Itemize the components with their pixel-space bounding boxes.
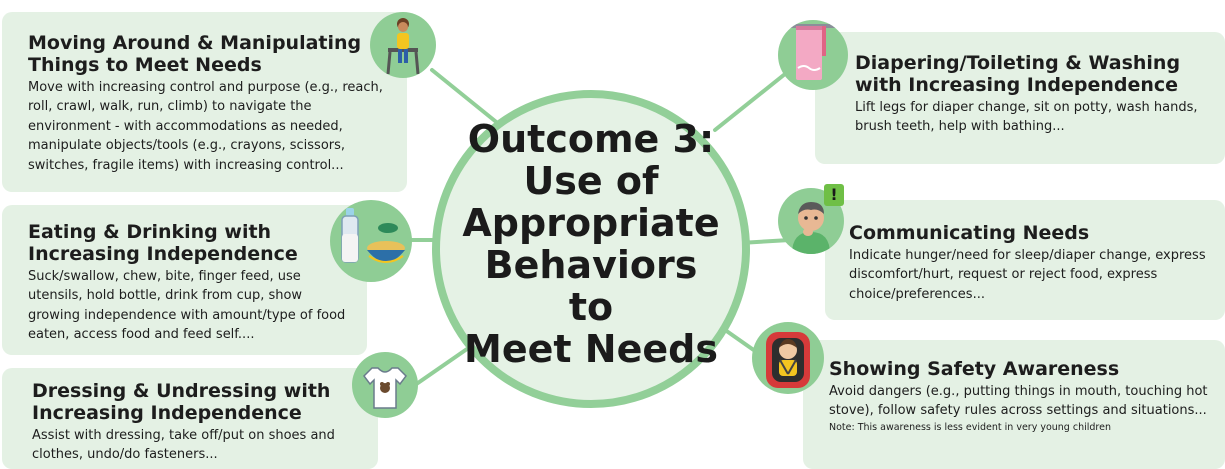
exclamation-badge: !: [824, 184, 844, 206]
outcome-title-line: Meet Needs: [464, 327, 718, 371]
towel-icon: [778, 20, 848, 90]
outcome-title-line: Outcome 3:: [467, 117, 715, 161]
card-dressing: Dressing & Undressing with Increasing In…: [2, 368, 378, 469]
card-title-line: Communicating Needs: [849, 222, 1090, 244]
bottle-bowl-icon: [330, 200, 412, 282]
card-title: Moving Around & Manipulating Things to M…: [28, 32, 395, 76]
card-communicating-needs: Communicating Needs Indicate hunger/need…: [825, 200, 1225, 320]
card-eating-drinking: Eating & Drinking with Increasing Indepe…: [2, 205, 367, 355]
card-title-line: Diapering/Toileting & Washing: [855, 52, 1181, 74]
card-description: Avoid dangers (e.g., putting things in m…: [829, 382, 1215, 435]
card-description: Indicate hunger/need for sleep/diaper ch…: [849, 248, 1206, 302]
card-title-line: Moving Around & Manipulating: [28, 32, 362, 54]
card-title: Eating & Drinking with Increasing Indepe…: [28, 221, 355, 265]
card-title-line: Showing Safety Awareness: [829, 358, 1120, 380]
connector-moving: [430, 68, 502, 127]
card-body-text: Avoid dangers (e.g., putting things in m…: [829, 384, 1208, 419]
card-title: Showing Safety Awareness: [829, 358, 1215, 380]
card-title-line: Increasing Independence: [28, 243, 298, 265]
card-moving-around: Moving Around & Manipulating Things to M…: [2, 12, 407, 192]
outcome-title-line: Appropriate: [462, 201, 720, 245]
card-title-line: Increasing Independence: [32, 402, 302, 424]
card-title-line: Things to Meet Needs: [28, 54, 262, 76]
tshirt-icon: [352, 352, 418, 418]
card-diapering-toileting: Diapering/Toileting & Washing with Incre…: [815, 32, 1225, 164]
connector-diapering: [713, 68, 792, 132]
card-title: Diapering/Toileting & Washing with Incre…: [855, 52, 1215, 96]
card-description: Move with increasing control and purpose…: [28, 80, 383, 173]
outcome-title-line: Behaviors to: [484, 243, 698, 329]
card-title-line: with Increasing Independence: [855, 74, 1179, 96]
card-safety-awareness: Showing Safety Awareness Avoid dangers (…: [803, 340, 1225, 469]
outcome-title-line: Use of: [523, 159, 659, 203]
central-outcome-circle: Outcome 3: Use of Appropriate Behaviors …: [432, 90, 750, 408]
card-title: Communicating Needs: [849, 222, 1215, 244]
card-note: Note: This awareness is less evident in …: [829, 421, 1111, 433]
card-description: Lift legs for diaper change, sit on pott…: [855, 100, 1198, 135]
card-description: Suck/swallow, chew, bite, finger feed, u…: [28, 269, 346, 343]
card-description: Assist with dressing, take off/put on sh…: [32, 428, 335, 463]
outcome-title: Outcome 3: Use of Appropriate Behaviors …: [456, 118, 726, 370]
card-title-line: Dressing & Undressing with: [32, 380, 331, 402]
card-title-line: Eating & Drinking with: [28, 221, 272, 243]
child-walker-icon: [370, 12, 436, 78]
card-title: Dressing & Undressing with Increasing In…: [32, 380, 366, 424]
car-seat-icon: [752, 322, 824, 394]
